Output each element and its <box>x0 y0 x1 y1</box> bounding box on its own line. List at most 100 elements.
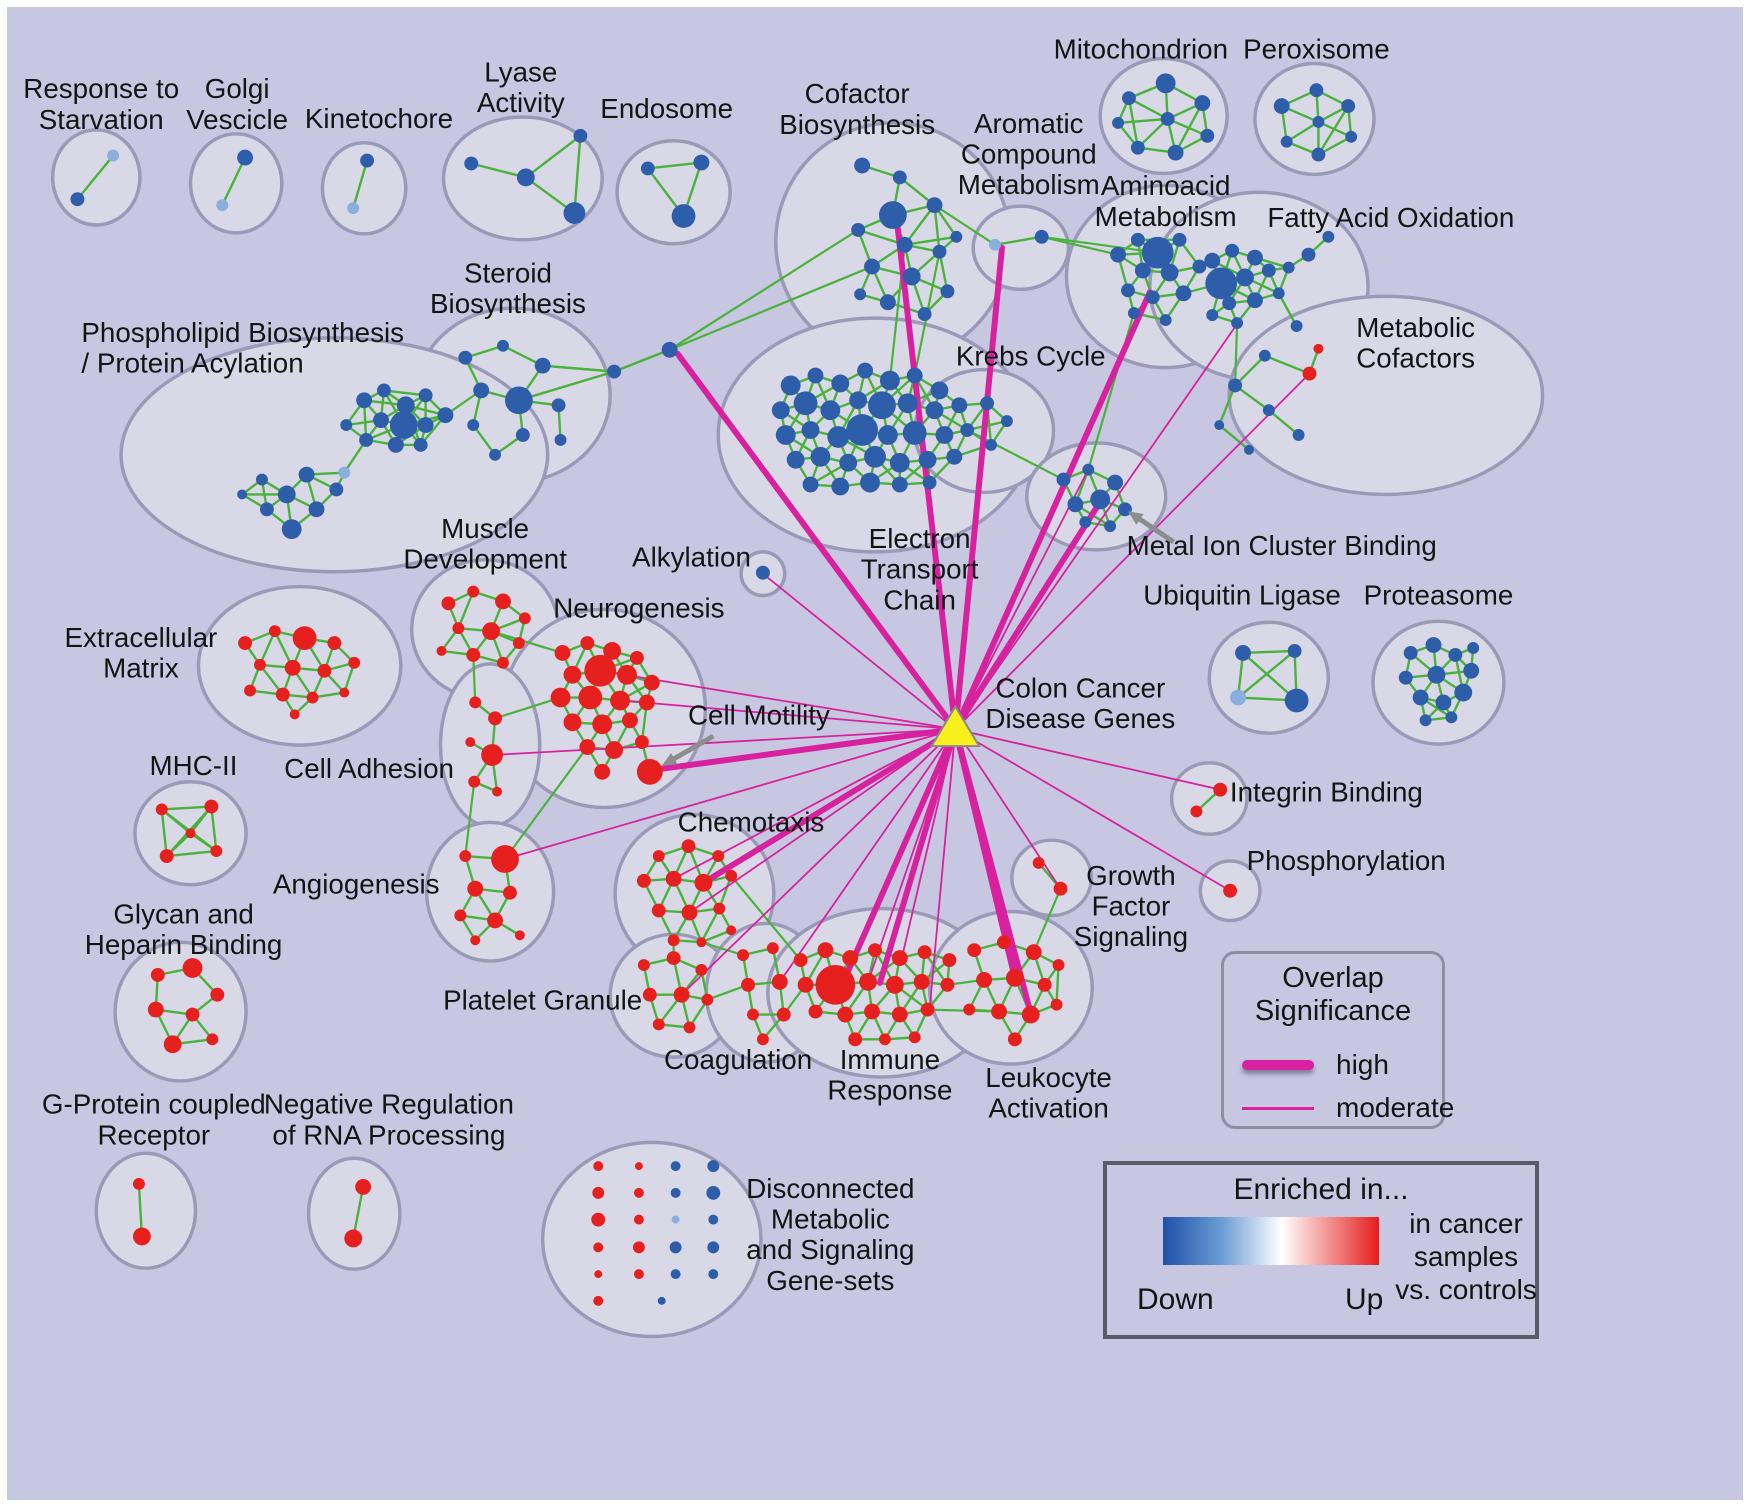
gene-set-node-neurogenesis[interactable] <box>550 687 571 708</box>
gene-set-node-metabolic-cofactors[interactable] <box>1258 349 1271 362</box>
gene-set-node-disconnected-gene-sets[interactable] <box>591 1212 606 1227</box>
gene-set-node-neurogenesis[interactable] <box>617 664 637 685</box>
gene-set-node-electron-transport-chain[interactable] <box>946 448 963 465</box>
gene-set-node-cofactor-biosynthesis[interactable] <box>878 201 907 229</box>
gene-set-node-electron-transport-chain[interactable] <box>951 397 968 414</box>
gene-set-node-extracellular-matrix[interactable] <box>339 687 350 698</box>
gene-set-node-proteasome[interactable] <box>1425 637 1442 653</box>
gene-set-node-immune-response[interactable] <box>817 942 834 959</box>
gene-set-node-glycan-and-heparin-binding[interactable] <box>147 1001 164 1018</box>
gene-set-node-neurogenesis[interactable] <box>638 694 655 711</box>
gene-set-node-proteasome[interactable] <box>1467 642 1480 654</box>
gene-set-node-peroxisome[interactable] <box>1311 147 1326 162</box>
gene-set-node-integrin-binding[interactable] <box>1190 805 1203 818</box>
gene-set-node-platelet-granule[interactable] <box>637 959 650 971</box>
gene-set-node-cofactor-biosynthesis[interactable] <box>917 307 932 322</box>
gene-set-node-leukocyte-activation[interactable] <box>976 971 993 988</box>
gene-set-node-electron-transport-chain[interactable] <box>820 400 841 421</box>
gene-set-node-immune-response[interactable] <box>868 943 882 958</box>
gene-set-node-platelet-granule[interactable] <box>701 993 714 1006</box>
gene-set-node-cell-adhesion[interactable] <box>468 775 481 788</box>
gene-set-node-lyase-activity[interactable] <box>563 202 586 224</box>
gene-set-node-extracellular-matrix[interactable] <box>244 684 256 697</box>
gene-set-node-fatty-acid-oxidation[interactable] <box>1261 263 1276 278</box>
gene-set-node-phospholipid-biosynthesis[interactable] <box>281 519 302 540</box>
gene-set-node-neurogenesis[interactable] <box>579 739 596 755</box>
gene-set-node-metabolic-cofactors[interactable] <box>1262 404 1275 417</box>
gene-set-node-phospholipid-biosynthesis[interactable] <box>387 436 404 453</box>
gene-set-node-leukocyte-activation[interactable] <box>991 1003 1007 1020</box>
gene-set-node-disconnected-gene-sets[interactable] <box>634 1162 643 1171</box>
gene-set-node-neurogenesis[interactable] <box>578 685 603 710</box>
gene-set-node-platelet-granule[interactable] <box>666 951 681 966</box>
gene-set-node-disconnected-gene-sets[interactable] <box>670 1161 681 1172</box>
gene-set-node-disconnected-gene-sets[interactable] <box>633 1269 644 1280</box>
gene-set-node-proteasome[interactable] <box>1445 711 1458 724</box>
gene-set-node-disconnected-gene-sets[interactable] <box>670 1269 681 1280</box>
gene-set-node-immune-response[interactable] <box>908 1031 921 1044</box>
gene-set-node-immune-response[interactable] <box>797 976 814 993</box>
gene-set-node-proteasome[interactable] <box>1454 683 1473 702</box>
gene-set-node-phospholipid-biosynthesis[interactable] <box>255 473 268 486</box>
gene-set-node-phospholipid-biosynthesis[interactable] <box>373 412 389 429</box>
gene-set-node-electron-transport-chain[interactable] <box>918 450 937 469</box>
gene-set-node-electron-transport-chain[interactable] <box>980 396 995 411</box>
gene-set-node-electron-transport-chain[interactable] <box>935 426 954 444</box>
gene-set-node-immune-response[interactable] <box>842 950 859 967</box>
gene-set-node-immune-response[interactable] <box>859 972 877 991</box>
gene-set-node-electron-transport-chain[interactable] <box>902 421 927 445</box>
gene-set-node-chemotaxis[interactable] <box>726 925 737 936</box>
gene-set-node-phospholipid-biosynthesis[interactable] <box>259 502 274 517</box>
gene-set-node-extracellular-matrix[interactable] <box>306 691 319 704</box>
gene-set-node-platelet-granule[interactable] <box>642 987 657 1002</box>
gene-set-node-electron-transport-chain[interactable] <box>802 476 819 493</box>
gene-set-node-disconnected-gene-sets[interactable] <box>670 1187 681 1198</box>
gene-set-node-electron-transport-chain[interactable] <box>775 425 796 445</box>
gene-set-node-extracellular-matrix[interactable] <box>275 687 290 702</box>
gene-set-node-growth-factor-signaling[interactable] <box>1032 857 1045 869</box>
gene-set-node-muscle-development[interactable] <box>436 646 447 656</box>
gene-set-node-neurogenesis[interactable] <box>610 690 630 711</box>
gene-set-node-fatty-acid-oxidation[interactable] <box>1282 261 1295 274</box>
gene-set-node-muscle-development[interactable] <box>441 596 456 611</box>
gene-set-node-angiogenesis[interactable] <box>454 909 467 922</box>
gene-set-node-peroxisome[interactable] <box>1309 83 1324 98</box>
gene-set-node-peroxisome[interactable] <box>1312 115 1325 128</box>
gene-set-node-steroid-biosynthesis[interactable] <box>497 339 509 352</box>
gene-set-node-ubiquitin-ligase[interactable] <box>1284 688 1309 713</box>
gene-set-node-kinetochore[interactable] <box>347 202 360 215</box>
gene-set-node-cofactor-biosynthesis[interactable] <box>940 284 955 299</box>
gene-set-node-leukocyte-activation[interactable] <box>997 935 1011 950</box>
gene-set-node-electron-transport-chain[interactable] <box>925 401 944 420</box>
gene-set-node-leukocyte-activation[interactable] <box>1037 977 1052 992</box>
gene-set-node-cell-adhesion[interactable] <box>469 696 482 709</box>
gene-set-node-neurogenesis[interactable] <box>563 713 582 732</box>
gene-set-node-electron-transport-chain[interactable] <box>889 452 910 473</box>
gene-set-node-electron-transport-chain[interactable] <box>897 393 918 414</box>
gene-set-node-glycan-and-heparin-binding[interactable] <box>163 1035 182 1054</box>
gene-set-node-cofactor-biosynthesis[interactable] <box>926 197 943 214</box>
gene-set-node-disconnected-gene-sets[interactable] <box>708 1214 719 1225</box>
gene-set-node-extracellular-matrix[interactable] <box>292 626 317 650</box>
gene-set-node-phospholipid-biosynthesis[interactable] <box>340 419 353 432</box>
gene-set-node-aminoacid-metabolism[interactable] <box>1145 290 1160 305</box>
gene-set-node-leukocyte-activation[interactable] <box>1021 1005 1040 1024</box>
gene-set-node-metal-ion-cluster-binding[interactable] <box>1082 463 1095 476</box>
gene-set-node-aminoacid-metabolism[interactable] <box>1160 263 1179 282</box>
gene-set-node-angiogenesis[interactable] <box>459 850 472 862</box>
gene-set-node-electron-transport-chain[interactable] <box>807 367 824 384</box>
gene-set-node-kinetochore[interactable] <box>360 153 375 168</box>
gene-set-node-disconnected-gene-sets[interactable] <box>633 1214 644 1225</box>
gene-set-node-electron-transport-chain[interactable] <box>849 391 868 410</box>
gene-set-node-glycan-and-heparin-binding[interactable] <box>150 967 165 982</box>
gene-set-node-mitochondrion[interactable] <box>1112 116 1124 129</box>
gene-set-node-phospholipid-biosynthesis[interactable] <box>359 433 374 447</box>
gene-set-node-disconnected-gene-sets[interactable] <box>669 1241 682 1254</box>
gene-set-node-electron-transport-chain[interactable] <box>857 362 874 379</box>
gene-set-node-aminoacid-metabolism[interactable] <box>1175 285 1192 302</box>
gene-set-node-cofactor-biosynthesis[interactable] <box>854 288 867 301</box>
gene-set-node-electron-transport-chain[interactable] <box>868 391 896 420</box>
gene-set-node-extracellular-matrix[interactable] <box>284 659 301 676</box>
gene-set-node-muscle-development[interactable] <box>452 622 465 635</box>
gene-set-node-fatty-acid-oxidation[interactable] <box>1290 320 1303 332</box>
